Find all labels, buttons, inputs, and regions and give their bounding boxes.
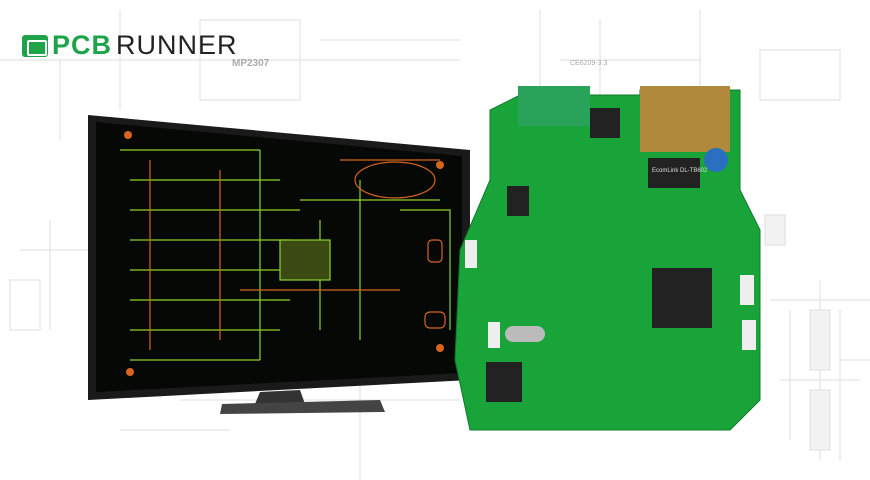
ethernet-jack <box>640 86 730 152</box>
pcb-layout-traces <box>120 149 451 361</box>
logo-part1: PCB <box>52 30 113 60</box>
ic2-label: CE6209-3.3 <box>570 60 608 67</box>
monitor-screen <box>96 122 462 392</box>
main-ic <box>652 268 712 328</box>
ic3-label: MP2307 <box>232 58 270 69</box>
terminal-block <box>518 86 590 126</box>
logo-part2: RUNNER <box>116 30 238 60</box>
pcbrunner-logo: PCB RUNNER <box>22 30 238 61</box>
ethernet-module <box>648 158 700 188</box>
module-label: EcomLink DL-TB602 <box>652 168 708 174</box>
chip-icon <box>22 34 48 57</box>
